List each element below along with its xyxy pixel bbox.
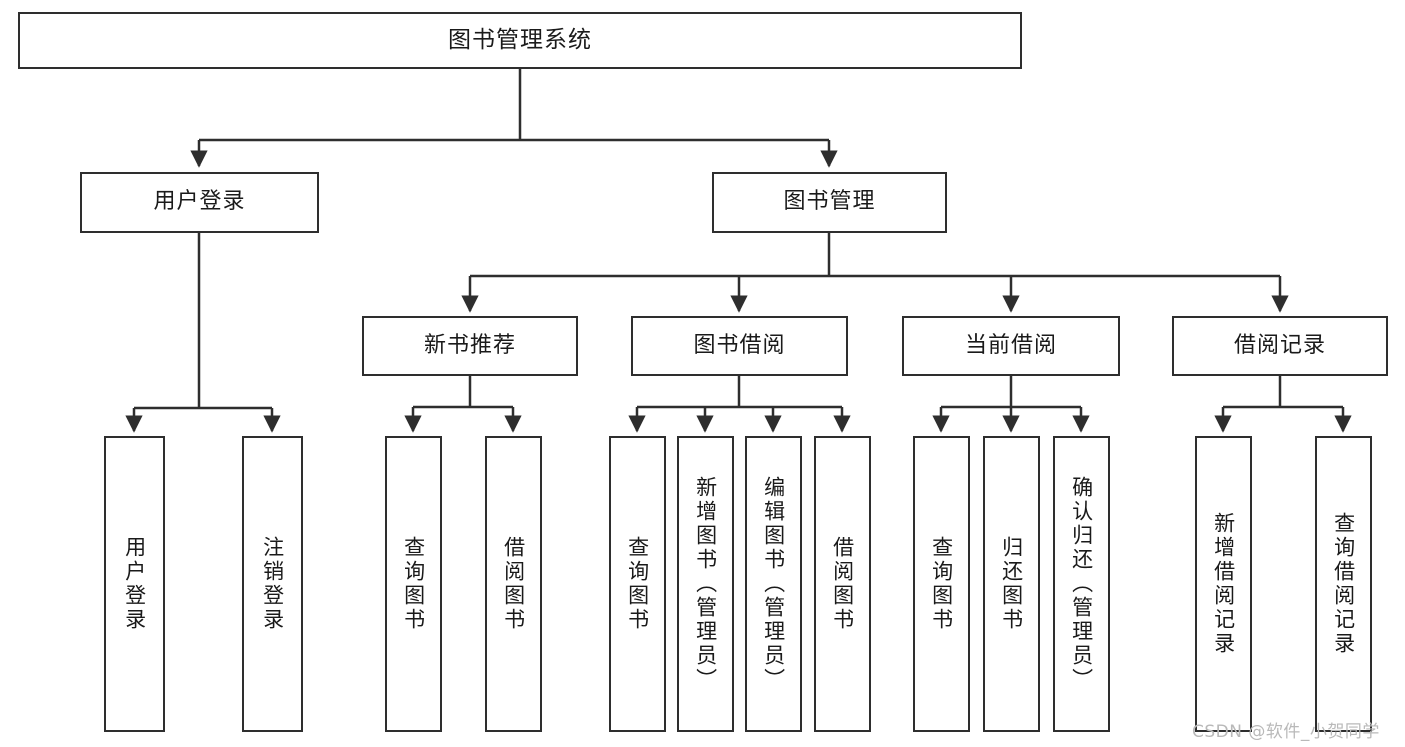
- node-book-management[interactable]: 图书管理: [712, 172, 947, 233]
- leaf-borrow-book-recommend[interactable]: 借阅图书: [485, 436, 542, 732]
- node-label: 图书管理: [783, 189, 876, 215]
- node-label: 新增图书（管理员）: [693, 476, 718, 692]
- leaf-borrow-book[interactable]: 借阅图书: [814, 436, 871, 732]
- leaf-query-borrow-record[interactable]: 查询借阅记录: [1315, 436, 1372, 732]
- leaf-logout[interactable]: 注销登录: [242, 436, 303, 732]
- node-user-login[interactable]: 用户登录: [80, 172, 319, 233]
- node-label: 归还图书: [999, 536, 1024, 632]
- leaf-query-book-recommend[interactable]: 查询图书: [385, 436, 442, 732]
- leaf-query-book-current[interactable]: 查询图书: [913, 436, 970, 732]
- node-label: 当前借阅: [964, 332, 1057, 358]
- node-label: 借阅图书: [830, 536, 855, 632]
- node-label: 注销登录: [260, 536, 285, 632]
- csdn-watermark: CSDN @软件_小贺同学: [1192, 722, 1380, 742]
- node-label: 用户登录: [122, 536, 147, 632]
- node-current-borrow[interactable]: 当前借阅: [902, 316, 1120, 376]
- node-label: 新增借阅记录: [1211, 512, 1236, 656]
- leaf-user-login[interactable]: 用户登录: [104, 436, 165, 732]
- node-label: 用户登录: [153, 189, 246, 215]
- node-label: 确认归还（管理员）: [1069, 476, 1094, 692]
- leaf-add-borrow-record[interactable]: 新增借阅记录: [1195, 436, 1252, 732]
- node-label: 查询图书: [625, 536, 650, 632]
- node-label: 编辑图书（管理员）: [761, 476, 786, 692]
- node-label: 图书管理系统: [448, 26, 592, 53]
- node-borrow-records[interactable]: 借阅记录: [1172, 316, 1388, 376]
- node-label: 图书借阅: [693, 332, 786, 358]
- leaf-query-book-borrow[interactable]: 查询图书: [609, 436, 666, 732]
- node-book-borrow[interactable]: 图书借阅: [631, 316, 848, 376]
- leaf-add-book-admin[interactable]: 新增图书（管理员）: [677, 436, 734, 732]
- node-label: 查询图书: [401, 536, 426, 632]
- leaf-confirm-return-admin[interactable]: 确认归还（管理员）: [1053, 436, 1110, 732]
- leaf-edit-book-admin[interactable]: 编辑图书（管理员）: [745, 436, 802, 732]
- node-label: 借阅图书: [501, 536, 526, 632]
- node-label: 借阅记录: [1233, 332, 1326, 358]
- node-new-book-recommend[interactable]: 新书推荐: [362, 316, 578, 376]
- leaf-return-book[interactable]: 归还图书: [983, 436, 1040, 732]
- node-label: 新书推荐: [423, 332, 516, 358]
- node-root-system[interactable]: 图书管理系统: [18, 12, 1022, 69]
- node-label: 查询借阅记录: [1331, 512, 1356, 656]
- node-label: 查询图书: [929, 536, 954, 632]
